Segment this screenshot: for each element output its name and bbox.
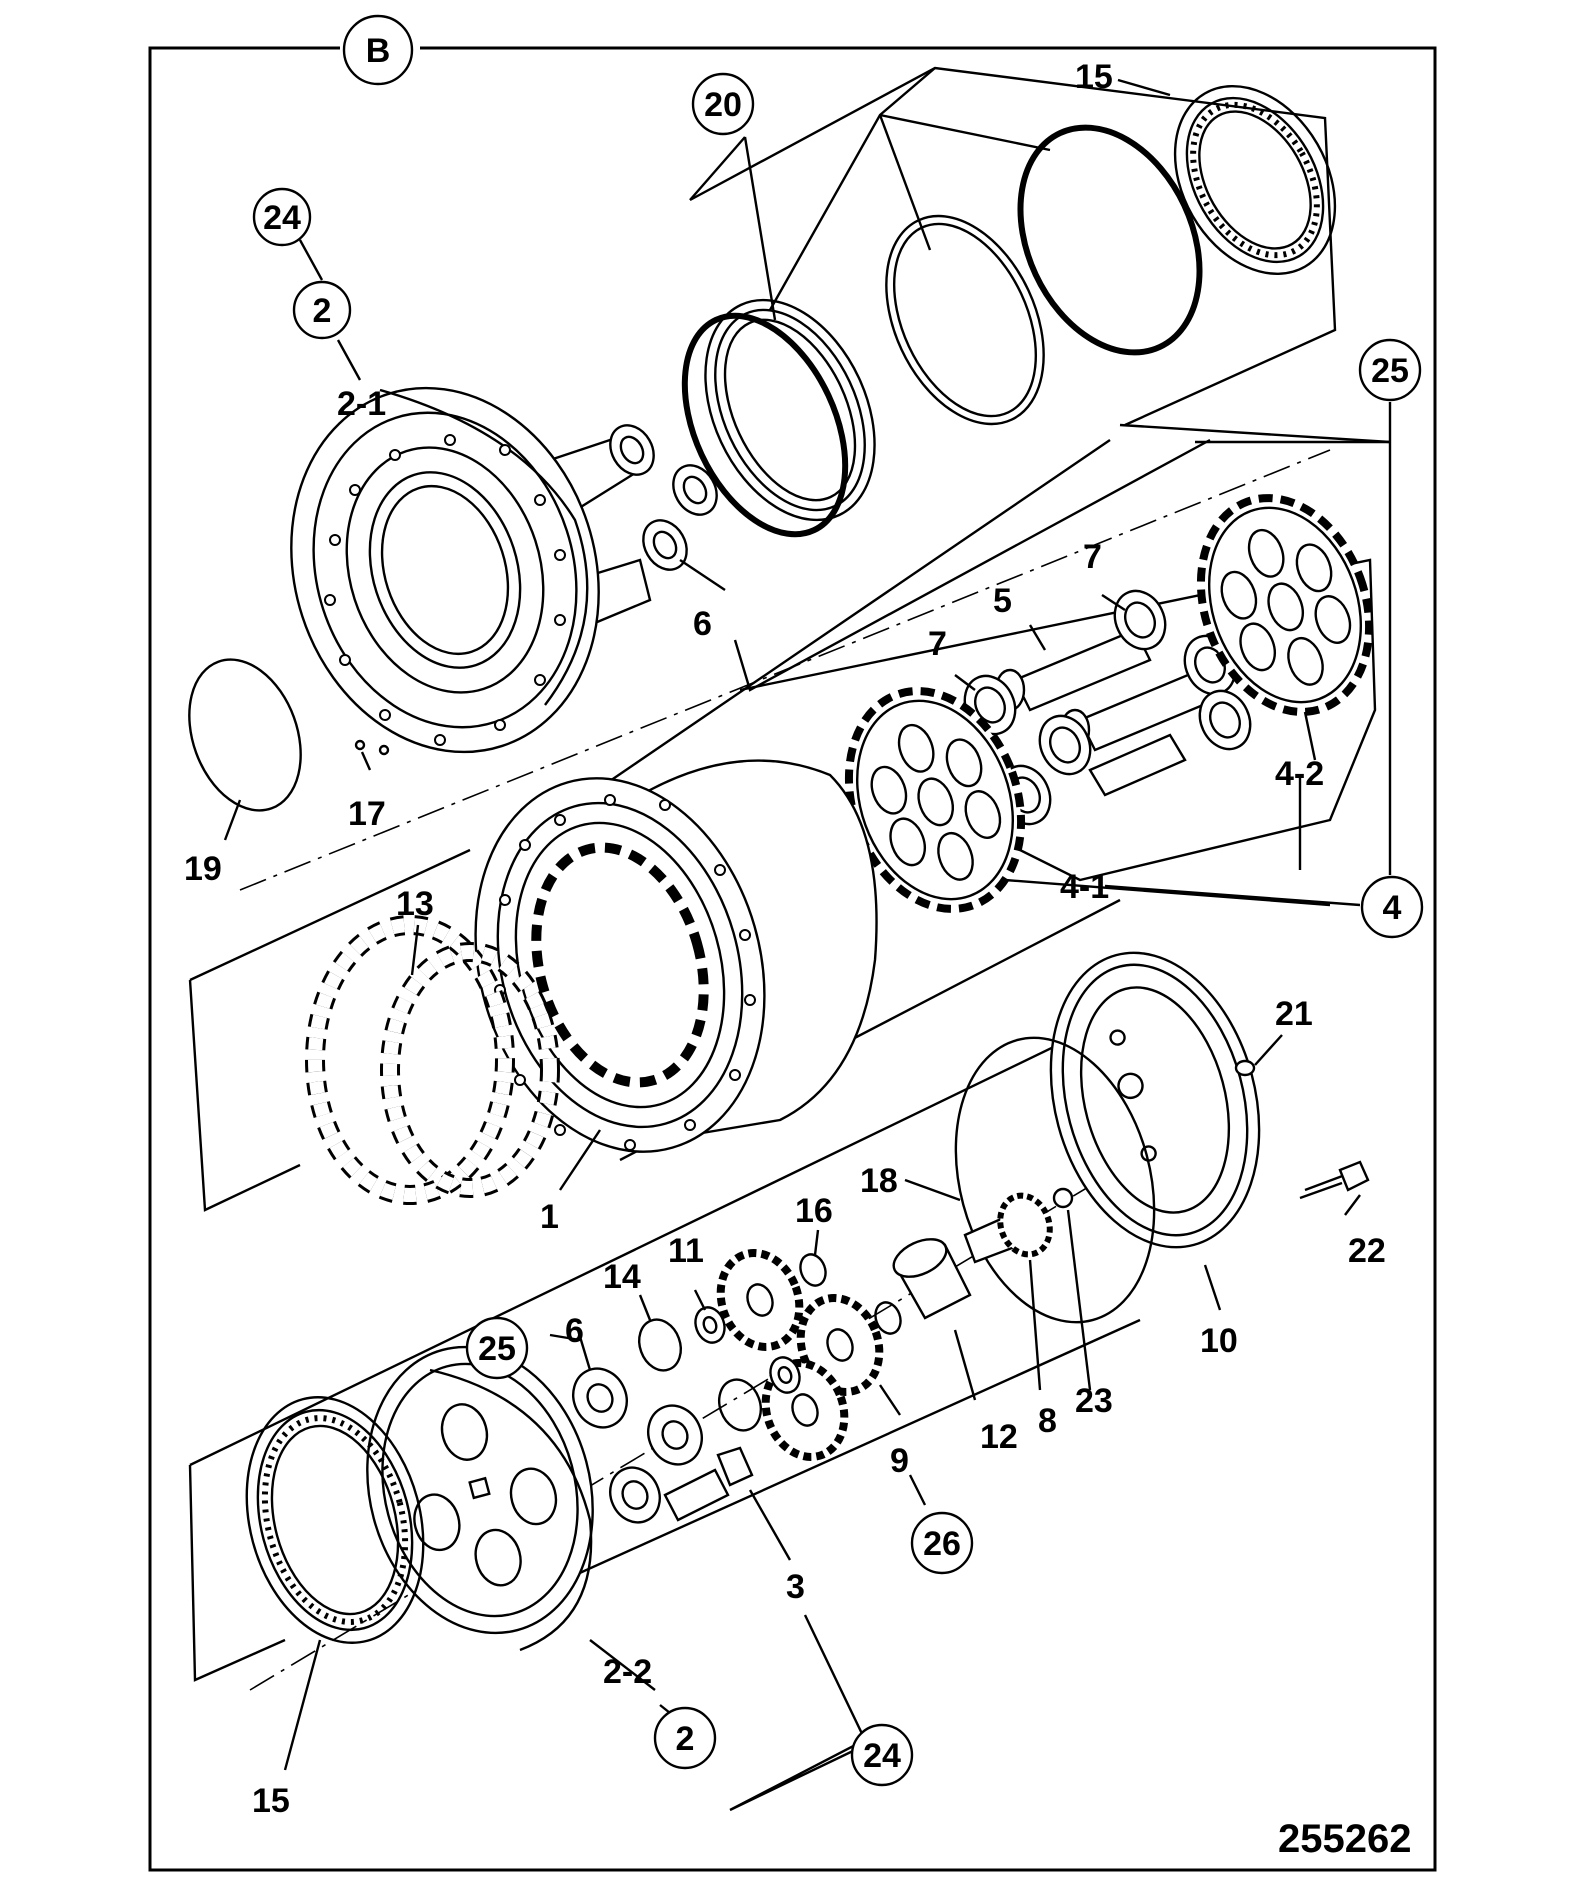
label-17: 17 bbox=[348, 795, 386, 833]
o-ring-19 bbox=[188, 658, 302, 812]
callout-20: 20 bbox=[691, 72, 755, 136]
callout-2-bottom: 2 bbox=[653, 1706, 717, 1770]
label-22: 22 bbox=[1348, 1232, 1386, 1270]
shaft-5 bbox=[994, 628, 1217, 797]
label-6-top: 6 bbox=[693, 605, 712, 643]
gear-4-1 bbox=[844, 687, 1026, 913]
label-9: 9 bbox=[890, 1442, 909, 1480]
label-2-1: 2-1 bbox=[337, 385, 386, 423]
label-12: 12 bbox=[980, 1418, 1018, 1456]
bearing-6-lower bbox=[572, 1367, 703, 1524]
pin-3 bbox=[663, 1446, 754, 1522]
bearing-15-top bbox=[1173, 85, 1337, 275]
view-label-text: B bbox=[366, 32, 391, 70]
figure-frame bbox=[148, 46, 1437, 1872]
sun-gear-8 bbox=[963, 1192, 1053, 1264]
label-19: 19 bbox=[184, 850, 222, 888]
callout-24-top: 24 bbox=[252, 187, 312, 247]
label-10: 10 bbox=[1200, 1322, 1238, 1360]
svg-text:2: 2 bbox=[676, 1720, 695, 1758]
snap-ring-16 bbox=[799, 1253, 827, 1287]
label-8: 8 bbox=[1038, 1402, 1057, 1440]
label-14: 14 bbox=[603, 1258, 641, 1296]
label-4-1: 4-1 bbox=[1060, 868, 1109, 906]
spindle-2-1 bbox=[290, 386, 652, 754]
plug-21 bbox=[1234, 1059, 1256, 1077]
label-6-bottom: 6 bbox=[565, 1312, 584, 1350]
carrier-2-2 bbox=[366, 1345, 594, 1635]
figure-number: 255262 bbox=[1278, 1817, 1411, 1861]
ring-14 bbox=[638, 1318, 762, 1432]
bearing-6-b bbox=[672, 464, 718, 516]
planet-gear-9 bbox=[716, 1249, 884, 1461]
washer-23 bbox=[1052, 1187, 1074, 1209]
leader-lines bbox=[223, 67, 1392, 1812]
thrust-washer-11 bbox=[694, 1306, 801, 1394]
svg-text:20: 20 bbox=[704, 86, 742, 124]
svg-text:2: 2 bbox=[313, 292, 332, 330]
bearing-6-a bbox=[609, 424, 655, 476]
label-5: 5 bbox=[993, 582, 1012, 620]
callout-25-bottom: 25 bbox=[465, 1316, 529, 1380]
callout-2-top: 2 bbox=[292, 280, 352, 340]
label-3: 3 bbox=[786, 1568, 805, 1606]
carrier-rim bbox=[429, 1368, 593, 1652]
label-7-b: 7 bbox=[1083, 538, 1102, 576]
seal-ring-thick-left bbox=[681, 312, 849, 538]
callout-25-top: 25 bbox=[1358, 338, 1422, 402]
bearing-15-bottom bbox=[245, 1396, 425, 1644]
bolt-22 bbox=[1299, 1160, 1370, 1200]
label-1: 1 bbox=[540, 1198, 559, 1236]
label-15-top: 15 bbox=[1075, 58, 1113, 96]
seal-ring-thick-right bbox=[1017, 124, 1203, 356]
label-2-2: 2-2 bbox=[603, 1653, 652, 1691]
label-21: 21 bbox=[1275, 995, 1313, 1033]
sleeve-12 bbox=[892, 1238, 972, 1320]
label-13: 13 bbox=[396, 885, 434, 923]
seal-ring-middle bbox=[885, 214, 1045, 426]
o-ring-18 bbox=[954, 1036, 1156, 1324]
snap-ring-16-b bbox=[874, 1301, 902, 1335]
svg-text:25: 25 bbox=[478, 1330, 516, 1368]
svg-text:25: 25 bbox=[1371, 352, 1409, 390]
svg-text:4: 4 bbox=[1383, 889, 1402, 927]
label-18: 18 bbox=[860, 1162, 898, 1200]
needle-bearing-7 bbox=[963, 589, 1252, 826]
label-16: 16 bbox=[795, 1192, 833, 1230]
housing-1 bbox=[474, 759, 878, 1153]
bearing-6-c bbox=[642, 519, 688, 571]
callout-26: 26 bbox=[910, 1511, 974, 1575]
view-label-b: B bbox=[340, 14, 420, 86]
svg-text:26: 26 bbox=[923, 1525, 961, 1563]
svg-text:24: 24 bbox=[263, 199, 301, 237]
label-4-2: 4-2 bbox=[1275, 755, 1324, 793]
callout-24-bottom: 24 bbox=[850, 1723, 914, 1787]
label-15-bottom: 15 bbox=[252, 1782, 290, 1820]
label-7-a: 7 bbox=[928, 625, 947, 663]
gear-4-2 bbox=[1196, 494, 1374, 716]
rollers-13 bbox=[305, 915, 560, 1205]
label-11: 11 bbox=[668, 1232, 704, 1270]
svg-text:24: 24 bbox=[863, 1737, 901, 1775]
callout-4: 4 bbox=[1360, 875, 1424, 939]
pin-17 bbox=[354, 739, 390, 756]
label-23: 23 bbox=[1075, 1382, 1113, 1420]
